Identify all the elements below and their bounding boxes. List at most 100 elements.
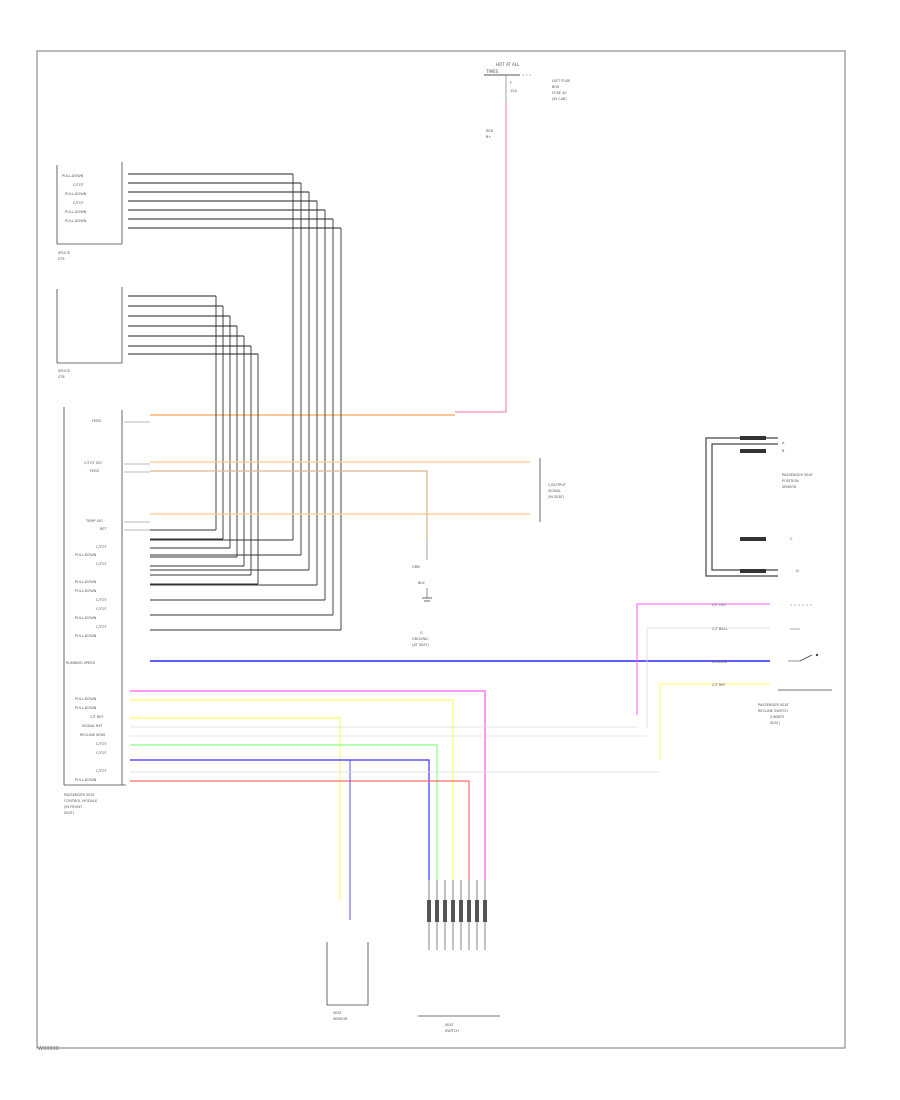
svg-text:SEAT: SEAT [333, 1011, 343, 1015]
footer-code: W00000 [38, 1046, 59, 1052]
pin-terminal [459, 900, 463, 922]
pin-terminal [443, 900, 447, 922]
svg-text:(IN CAB): (IN CAB) [552, 97, 567, 101]
svg-text:ST5: ST5 [58, 257, 65, 261]
svg-text:PULL-DOWN: PULL-DOWN [75, 697, 97, 701]
svg-text:SPLICE: SPLICE [58, 251, 70, 255]
splice-right: C/OUTPUT SIGNAL (IN SEAT) [539, 458, 567, 522]
svg-text:RED: RED [486, 129, 494, 133]
svg-text:RET: RET [100, 527, 108, 531]
pin-terminal [451, 900, 455, 922]
connector-middle: SPLICE ST6 [56, 287, 123, 379]
power-source-label: HOT AT ALL TIMES F 15A LEFT FUSE BOX FUS… [484, 62, 570, 139]
svg-text:SENSOR: SENSOR [333, 1017, 348, 1021]
svg-text:A: A [782, 441, 785, 445]
svg-text:RECLINE: RECLINE [712, 660, 727, 664]
svg-text:GROUND: GROUND [412, 637, 428, 641]
pin-terminal [475, 900, 479, 922]
svg-text:SEAT): SEAT) [770, 721, 781, 725]
svg-text:C/TOT: C/TOT [96, 751, 108, 755]
sensor-box-right: A B PASSENGER SEAT POSITION SENSOR C D [705, 436, 814, 577]
wire-blue-2 [130, 759, 430, 880]
svg-text:FEED: FEED [92, 419, 101, 423]
svg-text:PULL-DOWN: PULL-DOWN [75, 634, 97, 638]
svg-text:CONTROL MODULE: CONTROL MODULE [64, 799, 97, 803]
svg-text:TIMES: TIMES [485, 69, 499, 74]
svg-text:PULL-DOWN: PULL-DOWN [75, 706, 97, 710]
svg-text:C/T BALL: C/T BALL [712, 627, 728, 631]
svg-text:D: D [796, 569, 799, 573]
svg-text:C/TOT: C/TOT [73, 183, 85, 187]
harness-upper [128, 173, 342, 631]
bottom-right-connector: SEAT SWITCH [418, 1015, 500, 1033]
pin-terminal [435, 900, 439, 922]
svg-text:PASSENGER SEAT: PASSENGER SEAT [758, 703, 790, 707]
pin-terminal [427, 900, 431, 922]
seat-switch-pins [427, 880, 487, 950]
svg-text:SIGNAL: SIGNAL [548, 489, 561, 493]
main-module: FEED C/TOT SIG FEED TEMP SIG RET C/TOT P… [63, 407, 126, 815]
svg-text:FUSE 40: FUSE 40 [552, 91, 567, 95]
pin-terminal [467, 900, 471, 922]
svg-text:B: B [782, 449, 785, 453]
connector-upper: PULL-DOWN C/TOT PULL-DOWN C/TOT PULL-DOW… [56, 162, 123, 261]
svg-text:TEMP SIG: TEMP SIG [85, 519, 103, 523]
svg-text:C/OUTPUT: C/OUTPUT [548, 483, 567, 487]
wire-green [130, 744, 438, 880]
svg-text:(IN FRONT: (IN FRONT [64, 805, 83, 809]
feed-wire-pink [455, 102, 507, 413]
svg-text:PULL-DOWN: PULL-DOWN [65, 219, 87, 223]
svg-text:C/TOT: C/TOT [96, 769, 108, 773]
svg-text:B+: B+ [486, 135, 491, 139]
svg-text:C/T REF: C/T REF [712, 683, 726, 687]
svg-text:BOX: BOX [552, 85, 560, 89]
svg-text:C/T OUT: C/T OUT [712, 603, 727, 607]
svg-text:C/TOT: C/TOT [96, 598, 108, 602]
svg-text:PULL-DOWN: PULL-DOWN [75, 580, 97, 584]
svg-text:15A: 15A [510, 89, 517, 93]
svg-text:SWITCH: SWITCH [445, 1029, 459, 1033]
svg-text:ST6: ST6 [58, 375, 65, 379]
wire-yellow-1 [130, 699, 454, 880]
svg-text:SEAT): SEAT) [64, 811, 75, 815]
wire-yellow-2 [130, 717, 341, 900]
svg-text:F: F [510, 81, 512, 85]
svg-text:SIGNAL RET: SIGNAL RET [82, 724, 104, 728]
svg-text:HOT AT ALL: HOT AT ALL [496, 62, 520, 67]
svg-text:PULL-DOWN: PULL-DOWN [62, 174, 84, 178]
svg-text:RECLINE SENS: RECLINE SENS [80, 733, 106, 737]
diagram-border [36, 50, 846, 1049]
svg-text:PULL-DOWN: PULL-DOWN [75, 778, 97, 782]
svg-text:PULL-DOWN: PULL-DOWN [75, 553, 97, 557]
svg-text:C/T REF: C/T REF [90, 715, 104, 719]
svg-text:PULL-DOWN: PULL-DOWN [75, 589, 97, 593]
svg-text:RUNNING SPEED: RUNNING SPEED [66, 661, 95, 665]
svg-text:BLK: BLK [418, 581, 425, 585]
svg-text:PULL-DOWN: PULL-DOWN [75, 616, 97, 620]
svg-text:LEFT FUSE: LEFT FUSE [552, 79, 570, 83]
pin-terminal [483, 900, 487, 922]
harness-middle [124, 295, 259, 585]
svg-text:C/TOT SIG: C/TOT SIG [84, 461, 102, 465]
svg-text:PASSENGER SEAT: PASSENGER SEAT [782, 473, 814, 477]
svg-text:SEAT: SEAT [445, 1023, 455, 1027]
svg-text:PULL-DOWN: PULL-DOWN [65, 192, 87, 196]
svg-text:C/TOT: C/TOT [96, 742, 108, 746]
wire-magenta [130, 690, 486, 880]
svg-text:RECLINE SWITCH: RECLINE SWITCH [758, 709, 788, 713]
svg-text:C/TOT: C/TOT [96, 625, 108, 629]
svg-text:(IN SEAT): (IN SEAT) [548, 495, 565, 499]
svg-text:(AT SEAT): (AT SEAT) [412, 643, 429, 647]
svg-text:C/TOT: C/TOT [73, 201, 85, 205]
svg-text:PASSENGER SEAT: PASSENGER SEAT [64, 793, 96, 797]
svg-text:SPLICE: SPLICE [58, 369, 70, 373]
svg-text:C/TOT: C/TOT [96, 562, 108, 566]
svg-text:SENSOR: SENSOR [782, 485, 797, 489]
svg-text:G: G [420, 631, 423, 635]
recline-switch: C/T OUT C/T BALL RECLINE C/T REF PASSENG… [636, 603, 832, 760]
ground-symbol: GRN BLK G GROUND (AT SEAT) [412, 565, 432, 647]
bottom-left-connector: SEAT SENSOR [326, 942, 369, 1021]
svg-text:(UNDER: (UNDER [770, 715, 784, 719]
svg-text:C/TOT: C/TOT [96, 607, 108, 611]
